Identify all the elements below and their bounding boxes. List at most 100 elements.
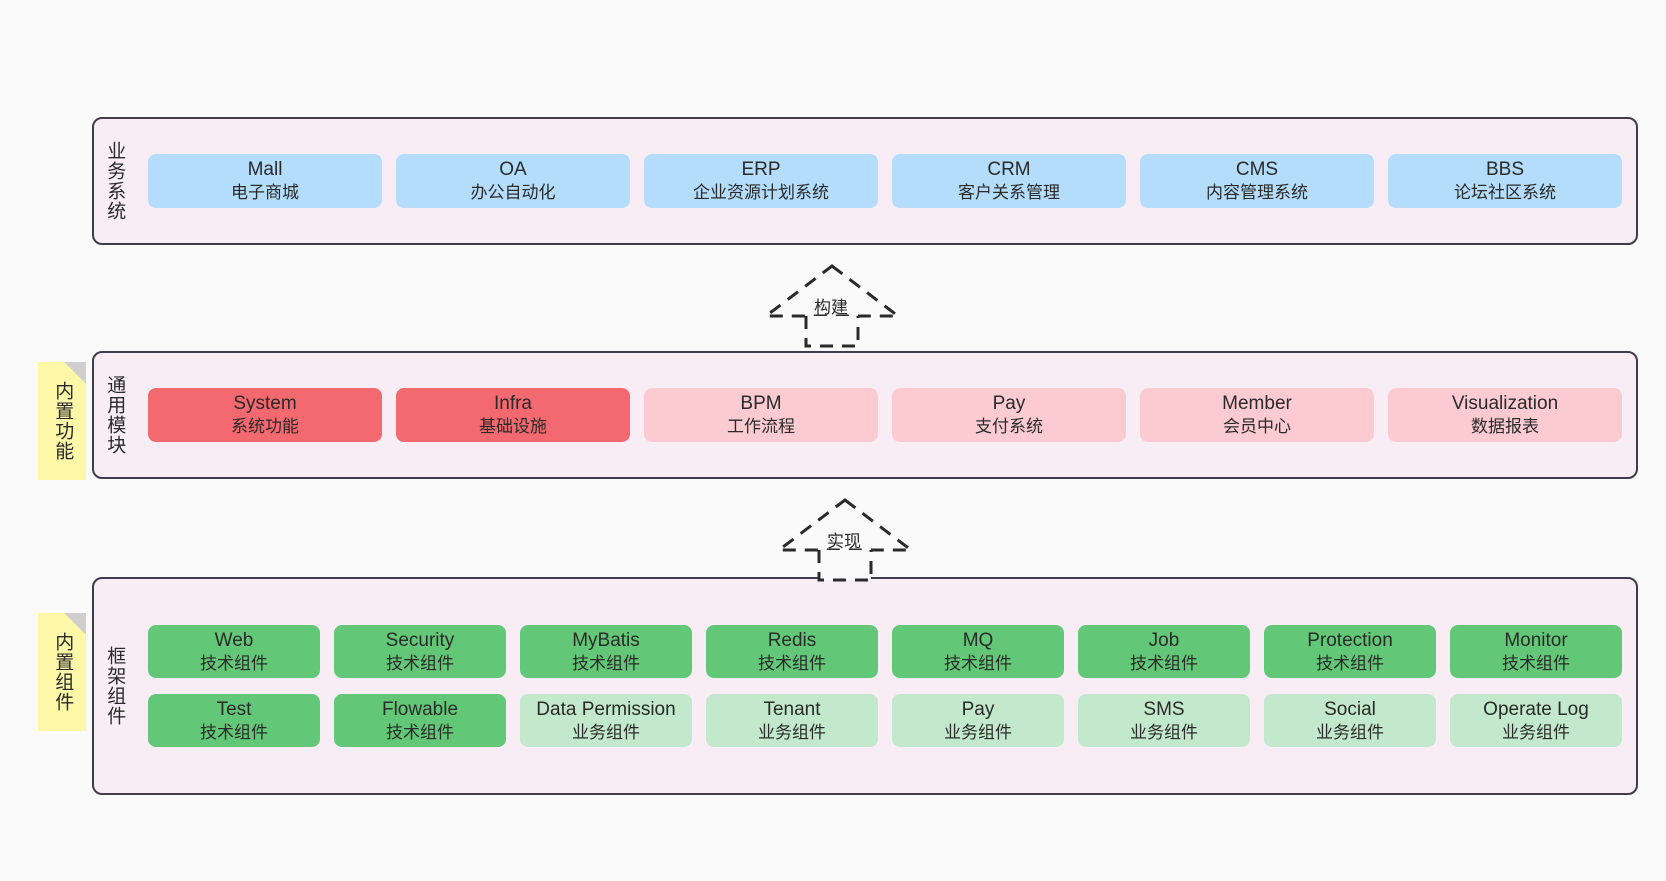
card-subtitle: 技术组件 (944, 653, 1012, 673)
sticky-note-label: 内置功能 (52, 381, 74, 461)
card-subtitle: 支付系统 (975, 417, 1043, 437)
card-job[interactable]: Job 技术组件 (1078, 624, 1250, 678)
card-subtitle: 数据报表 (1471, 417, 1539, 437)
card-title: Data Permission (536, 699, 676, 720)
card-subtitle: 基础设施 (479, 417, 547, 437)
card-system[interactable]: System 系统功能 (148, 388, 382, 442)
card-title: Social (1324, 699, 1376, 720)
card-title: CRM (987, 159, 1031, 181)
card-title: Flowable (381, 699, 459, 720)
layer-title-business-systems: 业务系统 (104, 141, 126, 221)
card-subtitle: 技术组件 (572, 653, 640, 673)
card-title: Tenant (763, 699, 821, 720)
card-title: Redis (767, 629, 817, 651)
card-visualization[interactable]: Visualization 数据报表 (1388, 388, 1622, 442)
card-security[interactable]: Security 技术组件 (334, 624, 506, 678)
card-title: Infra (493, 393, 533, 415)
card-test[interactable]: Test 技术组件 (148, 694, 320, 748)
card-subtitle: 业务组件 (1130, 722, 1198, 742)
card-subtitle: 内容管理系统 (1206, 183, 1308, 203)
layer-title-common-modules: 通用模块 (104, 375, 126, 455)
card-subtitle: 技术组件 (1502, 653, 1570, 673)
card-subtitle: 技术组件 (758, 653, 826, 673)
card-bbs[interactable]: BBS 论坛社区系统 (1388, 154, 1622, 208)
card-protection[interactable]: Protection 技术组件 (1264, 624, 1436, 678)
card-subtitle: 论坛社区系统 (1454, 183, 1556, 203)
sticky-note-builtin-features: 内置功能 (38, 362, 86, 480)
card-title: BPM (740, 393, 782, 415)
card-title: Security (385, 629, 455, 651)
card-subtitle: 技术组件 (1130, 653, 1198, 673)
card-erp[interactable]: ERP 企业资源计划系统 (644, 154, 878, 208)
card-title: MQ (962, 629, 994, 651)
card-subtitle: 会员中心 (1223, 417, 1291, 437)
folded-corner-icon (64, 613, 86, 635)
card-crm[interactable]: CRM 客户关系管理 (892, 154, 1126, 208)
card-subtitle: 客户关系管理 (958, 183, 1060, 203)
card-social[interactable]: Social 业务组件 (1264, 694, 1436, 748)
card-pay-component[interactable]: Pay 业务组件 (892, 694, 1064, 748)
card-sms[interactable]: SMS 业务组件 (1078, 694, 1250, 748)
card-tenant[interactable]: Tenant 业务组件 (706, 694, 878, 748)
connector-build-arrow (762, 262, 902, 348)
card-row-technical: Web 技术组件 Security 技术组件 MyBatis 技术组件 Redi… (148, 624, 1622, 678)
card-subtitle: 工作流程 (727, 417, 795, 437)
card-title: BBS (1485, 159, 1525, 181)
card-subtitle: 业务组件 (758, 722, 826, 742)
card-subtitle: 技术组件 (386, 653, 454, 673)
card-subtitle: 业务组件 (944, 722, 1012, 742)
card-row: System 系统功能 Infra 基础设施 BPM 工作流程 Pay 支付系统… (148, 388, 1622, 442)
card-data-permission[interactable]: Data Permission 业务组件 (520, 694, 692, 748)
card-title: Protection (1307, 629, 1393, 651)
card-monitor[interactable]: Monitor 技术组件 (1450, 624, 1622, 678)
card-oa[interactable]: OA 办公自动化 (396, 154, 630, 208)
card-title: Mall (247, 159, 283, 181)
card-subtitle: 技术组件 (1316, 653, 1384, 673)
card-row-business: Test 技术组件 Flowable 技术组件 Data Permission … (148, 694, 1622, 748)
sticky-note-builtin-components: 内置组件 (38, 613, 86, 731)
connector-implement-arrow (775, 496, 915, 582)
card-subtitle: 技术组件 (200, 653, 268, 673)
card-title: Member (1222, 393, 1292, 415)
layer-business-systems: 业务系统 Mall 电子商城 OA 办公自动化 ERP 企业资源计划系统 CRM… (92, 117, 1638, 245)
card-title: CMS (1235, 159, 1279, 181)
card-title: Visualization (1451, 393, 1559, 415)
card-subtitle: 系统功能 (231, 417, 299, 437)
card-mall[interactable]: Mall 电子商城 (148, 154, 382, 208)
layer-body-common-modules: System 系统功能 Infra 基础设施 BPM 工作流程 Pay 支付系统… (134, 353, 1636, 477)
card-member[interactable]: Member 会员中心 (1140, 388, 1374, 442)
card-mybatis[interactable]: MyBatis 技术组件 (520, 624, 692, 678)
card-cms[interactable]: CMS 内容管理系统 (1140, 154, 1374, 208)
card-subtitle: 业务组件 (572, 722, 640, 742)
card-flowable[interactable]: Flowable 技术组件 (334, 694, 506, 748)
card-redis[interactable]: Redis 技术组件 (706, 624, 878, 678)
card-subtitle: 电子商城 (231, 183, 299, 203)
folded-corner-icon (64, 362, 86, 384)
card-subtitle: 技术组件 (200, 722, 268, 742)
card-title: ERP (741, 159, 781, 181)
card-pay-module[interactable]: Pay 支付系统 (892, 388, 1126, 442)
card-web[interactable]: Web 技术组件 (148, 624, 320, 678)
card-subtitle: 企业资源计划系统 (693, 183, 829, 203)
card-mq[interactable]: MQ 技术组件 (892, 624, 1064, 678)
card-title: Pay (961, 699, 995, 720)
sticky-note-label: 内置组件 (52, 632, 74, 712)
card-title: Operate Log (1483, 699, 1589, 720)
card-subtitle: 业务组件 (1316, 722, 1384, 742)
card-title: System (233, 393, 297, 415)
card-infra[interactable]: Infra 基础设施 (396, 388, 630, 442)
card-title: SMS (1143, 699, 1185, 720)
layer-body-framework-components: Web 技术组件 Security 技术组件 MyBatis 技术组件 Redi… (134, 579, 1636, 793)
card-title: Pay (992, 393, 1026, 415)
card-subtitle: 办公自动化 (470, 183, 556, 203)
card-title: Job (1148, 629, 1180, 651)
card-bpm[interactable]: BPM 工作流程 (644, 388, 878, 442)
card-title: Web (214, 629, 254, 651)
card-row: Mall 电子商城 OA 办公自动化 ERP 企业资源计划系统 CRM 客户关系… (148, 154, 1622, 208)
card-title: OA (499, 159, 527, 181)
card-title: Test (216, 699, 252, 720)
layer-body-business-systems: Mall 电子商城 OA 办公自动化 ERP 企业资源计划系统 CRM 客户关系… (134, 119, 1636, 243)
card-operate-log[interactable]: Operate Log 业务组件 (1450, 694, 1622, 748)
card-title: MyBatis (572, 629, 640, 651)
